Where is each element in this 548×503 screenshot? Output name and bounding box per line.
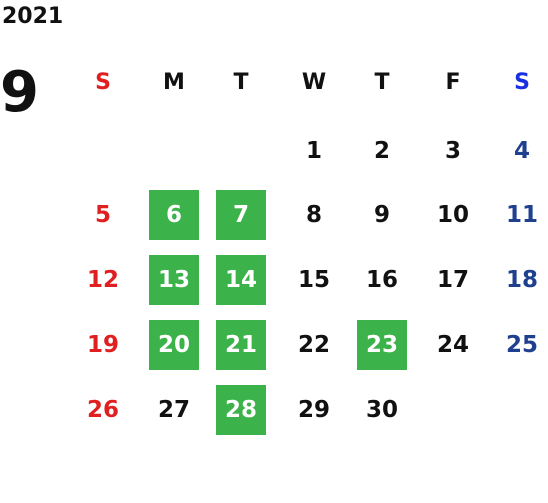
day-cell-25: 25	[505, 332, 538, 358]
weekday-header-tue: T	[233, 69, 249, 95]
day-cell-15: 15	[297, 267, 330, 293]
day-cell-22: 22	[297, 332, 330, 358]
day-cell-5: 5	[94, 202, 111, 228]
day-cell-13: 13	[149, 255, 199, 305]
day-cell-7: 7	[216, 190, 266, 240]
weekday-header-wed: W	[301, 69, 327, 95]
day-cell-29: 29	[297, 397, 330, 423]
year-label: 2021	[2, 4, 64, 29]
day-cell-9: 9	[373, 202, 390, 228]
weekday-header-thu: T	[374, 69, 390, 95]
day-cell-27: 27	[157, 397, 190, 423]
day-cell-17: 17	[436, 267, 469, 293]
day-cell-4: 4	[513, 138, 530, 164]
day-cell-24: 24	[436, 332, 469, 358]
month-label: 9	[0, 60, 39, 125]
day-cell-11: 11	[505, 202, 538, 228]
day-cell-10: 10	[436, 202, 469, 228]
day-cell-23: 23	[357, 320, 407, 370]
weekday-header-fri: F	[445, 69, 461, 95]
day-cell-30: 30	[365, 397, 398, 423]
day-cell-16: 16	[365, 267, 398, 293]
day-cell-2: 2	[373, 138, 390, 164]
day-cell-3: 3	[444, 138, 461, 164]
day-cell-20: 20	[149, 320, 199, 370]
weekday-header-sun: S	[95, 69, 111, 95]
day-cell-19: 19	[86, 332, 119, 358]
weekday-header-mon: M	[163, 69, 185, 95]
day-cell-28: 28	[216, 385, 266, 435]
day-cell-6: 6	[149, 190, 199, 240]
day-cell-12: 12	[86, 267, 119, 293]
day-cell-1: 1	[305, 138, 322, 164]
day-cell-26: 26	[86, 397, 119, 423]
day-cell-14: 14	[216, 255, 266, 305]
weekday-header-sat: S	[514, 69, 530, 95]
day-cell-8: 8	[305, 202, 322, 228]
day-cell-21: 21	[216, 320, 266, 370]
day-cell-18: 18	[505, 267, 538, 293]
